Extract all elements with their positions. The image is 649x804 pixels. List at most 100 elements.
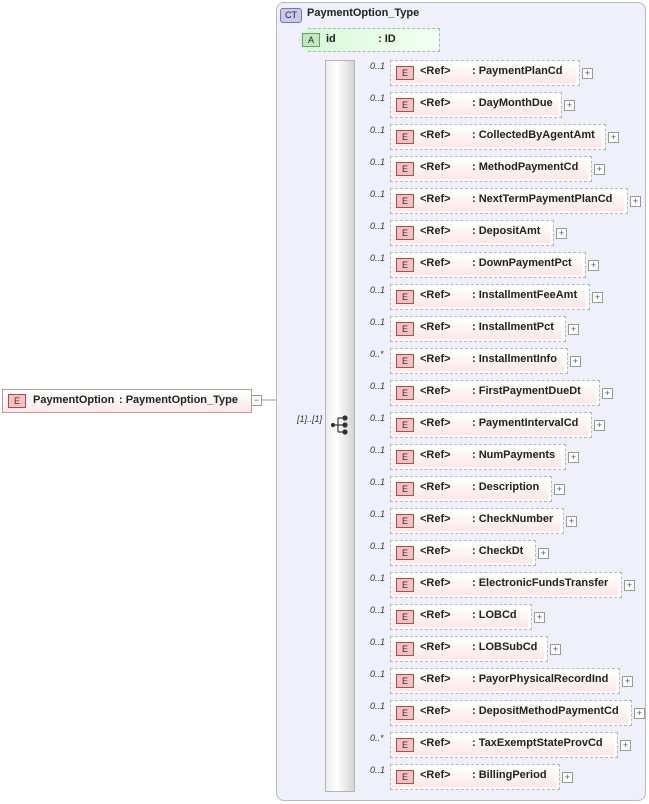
expand-icon[interactable]: + — [608, 132, 619, 143]
child-element-name: : InstallmentPct — [472, 321, 554, 333]
expand-icon[interactable]: + — [622, 676, 633, 687]
expand-icon[interactable]: + — [570, 356, 581, 367]
element-badge: E — [396, 354, 414, 368]
attribute-box[interactable] — [298, 28, 440, 52]
expand-icon[interactable]: + — [568, 324, 579, 335]
expand-icon[interactable]: + — [620, 740, 631, 751]
expand-icon[interactable]: + — [538, 548, 549, 559]
expand-icon[interactable]: + — [582, 68, 593, 79]
child-element-fill — [392, 607, 528, 627]
element-badge: E — [396, 194, 414, 208]
expand-icon[interactable]: + — [564, 100, 575, 111]
element-badge: E — [396, 578, 414, 592]
element-badge: E — [396, 610, 414, 624]
child-occurrence-daymonthdue: 0..1 — [370, 93, 386, 103]
child-element-name: : BillingPeriod — [472, 769, 547, 781]
ref-keyword: <Ref> — [420, 257, 451, 269]
expand-icon[interactable]: + — [550, 644, 561, 655]
child-occurrence-checknumber: 0..1 — [370, 509, 386, 519]
complex-type-title: PaymentOption_Type — [307, 7, 420, 19]
child-element-name: : ElectronicFundsTransfer — [472, 577, 609, 589]
child-element-fill — [392, 383, 596, 403]
ref-keyword: <Ref> — [420, 193, 451, 205]
expand-icon[interactable]: + — [554, 484, 565, 495]
child-element-fill — [392, 223, 550, 243]
expand-icon[interactable]: + — [534, 612, 545, 623]
root-element-name: PaymentOption — [33, 394, 115, 406]
child-element-fill — [392, 447, 562, 467]
expand-icon[interactable]: + — [566, 516, 577, 527]
element-badge: E — [396, 674, 414, 688]
child-occurrence-depositamt: 0..1 — [370, 221, 386, 231]
child-element-name: : Description — [472, 481, 540, 493]
child-occurrence-installmentfeeamt: 0..1 — [370, 285, 386, 295]
element-badge: E — [396, 258, 414, 272]
child-element-fill — [392, 255, 582, 275]
root-element-box[interactable] — [2, 389, 252, 413]
ref-keyword: <Ref> — [420, 609, 451, 621]
child-occurrence-firstpaymentduedt: 0..1 — [370, 381, 386, 391]
child-occurrence-installmentinfo: 0..* — [370, 349, 384, 359]
child-element-fill — [392, 767, 556, 787]
child-element-fill — [392, 703, 628, 723]
element-badge: E — [396, 738, 414, 752]
ref-keyword: <Ref> — [420, 673, 451, 685]
child-element-fill — [392, 351, 564, 371]
ref-keyword: <Ref> — [420, 417, 451, 429]
expand-icon[interactable]: + — [602, 388, 613, 399]
element-badge: E — [396, 418, 414, 432]
child-element-fill — [392, 191, 624, 211]
ref-keyword: <Ref> — [420, 289, 451, 301]
sequence-occurrence: [1]..[1] — [297, 414, 323, 424]
child-occurrence-lobsubcd: 0..1 — [370, 637, 386, 647]
child-occurrence-numpayments: 0..1 — [370, 445, 386, 455]
ref-keyword: <Ref> — [420, 769, 451, 781]
expand-icon[interactable]: + — [568, 452, 579, 463]
child-occurrence-downpaymentpct: 0..1 — [370, 253, 386, 263]
element-badge: E — [396, 290, 414, 304]
child-element-name: : DownPaymentPct — [472, 257, 572, 269]
element-badge: E — [396, 98, 414, 112]
attribute-badge: A — [302, 33, 320, 47]
child-occurrence-depositmethodpaymentcd: 0..1 — [370, 701, 386, 711]
child-element-name: : TaxExemptStateProvCd — [472, 737, 603, 749]
sequence-compositor[interactable] — [325, 60, 355, 792]
child-occurrence-electronicfundstransfer: 0..1 — [370, 573, 386, 583]
ref-keyword: <Ref> — [420, 513, 451, 525]
expand-icon[interactable]: + — [630, 196, 641, 207]
ref-keyword: <Ref> — [420, 129, 451, 141]
element-badge: E — [396, 130, 414, 144]
expand-icon[interactable]: + — [556, 228, 567, 239]
element-badge: E — [396, 546, 414, 560]
element-badge: E — [396, 322, 414, 336]
expand-icon[interactable]: + — [594, 164, 605, 175]
expand-icon[interactable]: + — [588, 260, 599, 271]
child-occurrence-installmentpct: 0..1 — [370, 317, 386, 327]
child-element-name: : FirstPaymentDueDt — [472, 385, 581, 397]
child-occurrence-billingperiod: 0..1 — [370, 765, 386, 775]
sequence-icon — [330, 415, 348, 435]
child-element-fill — [392, 159, 588, 179]
child-element-name: : PayorPhysicalRecordInd — [472, 673, 609, 685]
child-element-fill — [392, 95, 558, 115]
child-element-name: : CheckNumber — [472, 513, 554, 525]
expand-icon[interactable]: + — [624, 580, 635, 591]
expand-icon[interactable]: + — [562, 772, 573, 783]
child-element-fill — [392, 543, 532, 563]
child-element-name: : MethodPaymentCd — [472, 161, 579, 173]
element-badge: E — [396, 66, 414, 80]
ref-keyword: <Ref> — [420, 481, 451, 493]
child-element-name: : CollectedByAgentAmt — [472, 129, 595, 141]
child-element-name: : LOBSubCd — [472, 641, 538, 653]
child-element-fill — [392, 287, 586, 307]
child-occurrence-paymentplancd: 0..1 — [370, 61, 386, 71]
child-element-name: : InstallmentFeeAmt — [472, 289, 578, 301]
root-collapse-icon[interactable]: − — [251, 395, 262, 406]
child-occurrence-description: 0..1 — [370, 477, 386, 487]
expand-icon[interactable]: + — [634, 708, 645, 719]
root-element-badge: E — [8, 394, 26, 408]
child-element-name: : PaymentPlanCd — [472, 65, 563, 77]
expand-icon[interactable]: + — [594, 420, 605, 431]
complex-type-badge: CT — [280, 8, 302, 23]
expand-icon[interactable]: + — [592, 292, 603, 303]
